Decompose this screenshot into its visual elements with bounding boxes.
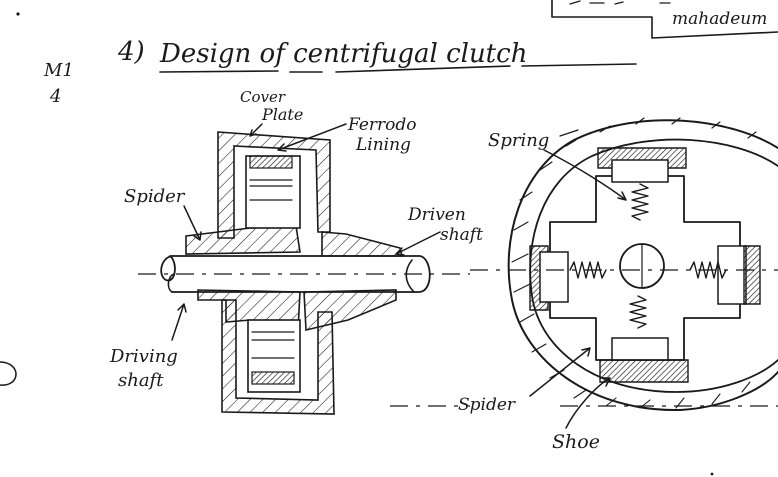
label-driven-1: Driven <box>407 205 466 225</box>
title-text: Design of centrifugal clutch <box>159 39 527 69</box>
stray-dot <box>710 472 714 476</box>
stray-dot <box>16 12 20 16</box>
label-spider-right: Spider <box>458 395 516 415</box>
label-shoe: Shoe <box>552 431 600 453</box>
label-ferrodo-1: Ferrodo <box>347 115 417 135</box>
margin-note-bottom: 4 <box>49 86 61 107</box>
end-view <box>390 117 778 412</box>
label-driving-2: shaft <box>118 370 164 391</box>
margin-note-top: M1 <box>43 60 74 81</box>
label-driven-2: shaft <box>440 225 483 245</box>
title-number: 4) <box>117 37 145 67</box>
corner-text: mahadeum <box>672 9 767 29</box>
label-ferrodo-2: Lining <box>355 135 411 155</box>
label-spring: Spring <box>488 130 549 151</box>
label-driving-1: Driving <box>109 346 178 367</box>
label-cover-plate-2: Plate <box>261 105 303 124</box>
section-view <box>138 131 470 415</box>
label-cover-plate-1: Cover <box>240 88 286 106</box>
page-title: 4) Design of centrifugal clutch <box>117 37 637 73</box>
margin-circle-fragment <box>0 361 17 386</box>
label-spider-left: Spider <box>124 186 186 207</box>
corner-box: mahadeum <box>551 0 778 39</box>
